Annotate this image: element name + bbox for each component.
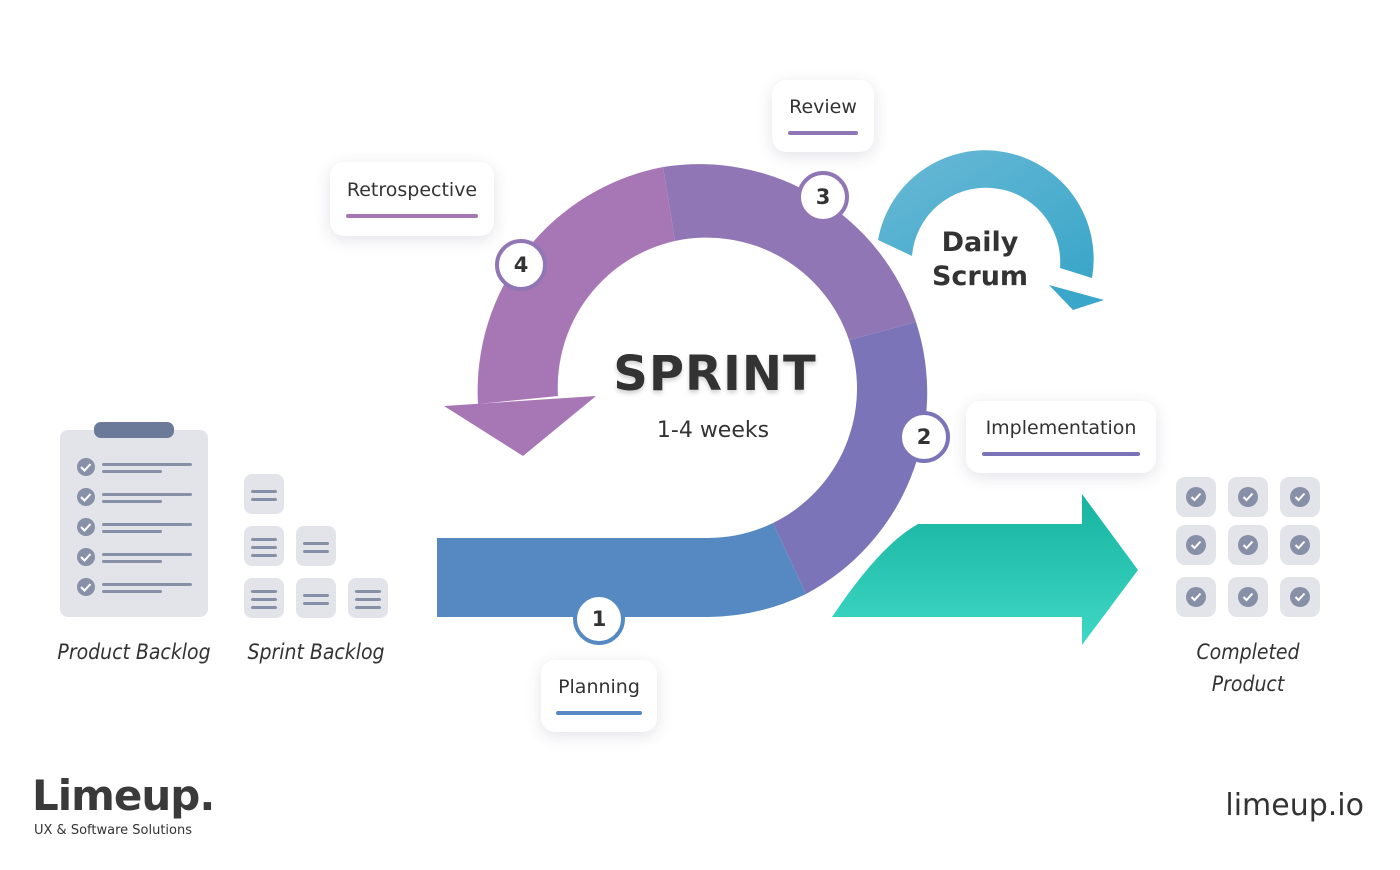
sprint-backlog-tile — [244, 578, 284, 618]
step-badge-3: 3 — [797, 171, 849, 223]
phase-underline-implementation — [982, 451, 1140, 456]
phase-label-planning: Planning — [558, 675, 640, 698]
phase-label-retrospective: Retrospective — [346, 178, 478, 201]
backlog-item — [77, 488, 192, 506]
daily-scrum-loop — [878, 150, 1094, 278]
completed-item-tile — [1280, 477, 1320, 517]
output-arrow — [832, 494, 1138, 645]
completed-item-tile — [1228, 477, 1268, 517]
review-segment — [663, 164, 916, 340]
completed-item-tile — [1176, 477, 1216, 517]
brand-tagline: UX & Software Solutions — [34, 823, 192, 838]
product-backlog-caption: Product Backlog — [57, 640, 211, 664]
sprint-backlog-tile — [296, 578, 336, 618]
product-backlog-clipboard — [60, 422, 208, 617]
completed-item-tile — [1280, 577, 1320, 617]
backlog-item — [77, 548, 192, 566]
daily-scrum-line1: Daily — [941, 227, 1019, 258]
backlog-item — [77, 518, 192, 536]
phase-underline-review — [788, 130, 858, 135]
check-icon — [1238, 535, 1258, 555]
check-icon — [1186, 535, 1206, 555]
planning-segment — [437, 538, 707, 617]
sprint-backlog-tile — [296, 526, 336, 566]
sprint-duration: 1-4 weeks — [656, 418, 770, 443]
backlog-item — [77, 458, 192, 476]
completed-item-tile — [1176, 577, 1216, 617]
phase-card-retrospective[interactable]: Retrospective — [330, 162, 494, 236]
completed-caption-line2: Product — [1211, 672, 1285, 696]
completed-caption-line1: Completed — [1196, 640, 1300, 664]
completed-item-tile — [1228, 577, 1268, 617]
sprint-backlog-tile — [244, 474, 284, 514]
daily-scrum-label: Daily Scrum — [905, 226, 1055, 294]
check-icon — [1290, 587, 1310, 607]
completed-item-tile — [1228, 525, 1268, 565]
check-icon — [1186, 487, 1206, 507]
phase-underline-planning — [556, 710, 642, 715]
daily-scrum-arrowhead — [1049, 285, 1104, 310]
completed-item-tile — [1280, 525, 1320, 565]
check-icon — [1238, 487, 1258, 507]
step-badge-4: 4 — [495, 239, 547, 291]
step-badge-1: 1 — [573, 593, 625, 645]
daily-scrum-line2: Scrum — [931, 261, 1029, 292]
phase-label-implementation: Implementation — [985, 416, 1137, 439]
check-icon — [1238, 587, 1258, 607]
check-icon — [1290, 487, 1310, 507]
sprint-backlog-tiles — [244, 474, 388, 618]
sprint-backlog-caption: Sprint Backlog — [247, 640, 385, 664]
phase-underline-retrospective — [346, 213, 478, 218]
sprint-backlog-tile — [348, 578, 388, 618]
step-badge-2: 2 — [898, 411, 950, 463]
phase-card-planning[interactable]: Planning — [541, 660, 657, 732]
check-icon — [1290, 535, 1310, 555]
phase-card-implementation[interactable]: Implementation — [966, 401, 1156, 473]
completed-product-caption: Completed Product — [1168, 636, 1328, 700]
implementation-segment — [773, 322, 928, 594]
retrospective-segment — [477, 167, 675, 404]
phase-label-review: Review — [789, 95, 857, 118]
phase-card-review[interactable]: Review — [772, 80, 874, 152]
brand-url[interactable]: limeup.io — [1225, 788, 1364, 823]
planning-curve-segment — [707, 523, 806, 617]
completed-item-tile — [1176, 525, 1216, 565]
sprint-title: SPRINT — [613, 346, 817, 402]
brand-logo: Limeup. — [32, 771, 215, 820]
retrospective-arrowhead — [444, 396, 596, 456]
sprint-backlog-tile — [244, 526, 284, 566]
backlog-item — [77, 578, 192, 596]
check-icon — [1186, 587, 1206, 607]
